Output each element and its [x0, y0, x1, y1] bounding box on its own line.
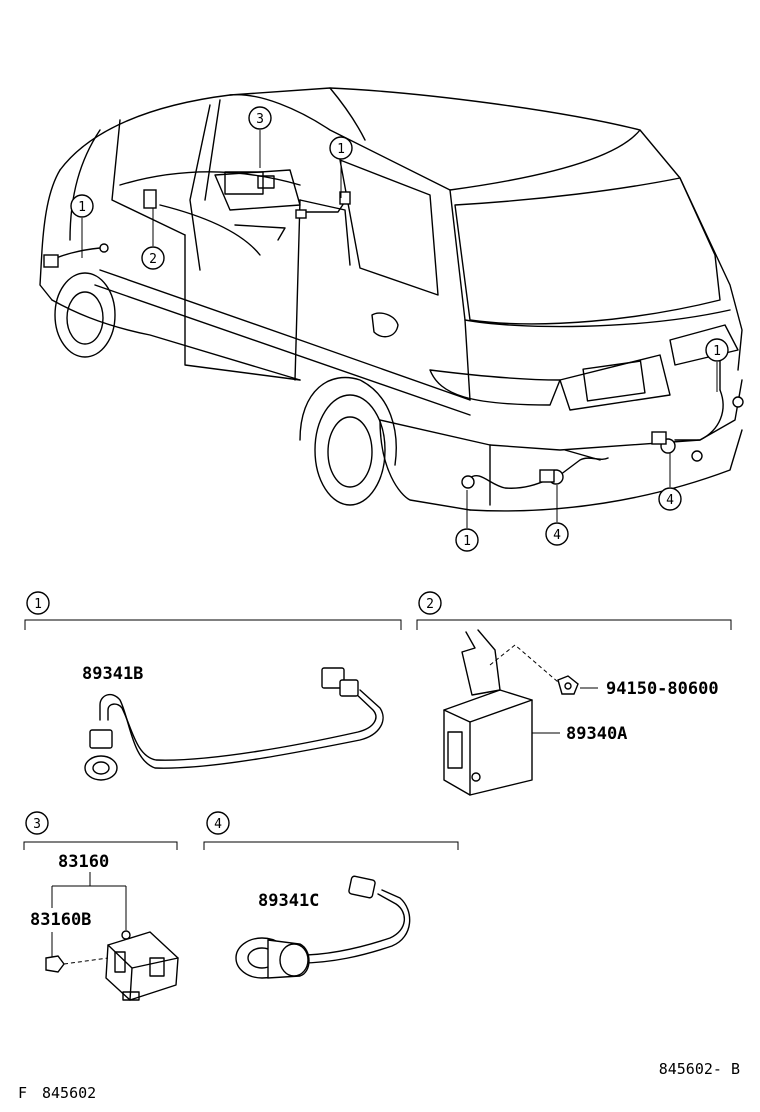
- callout-label: 1: [337, 142, 345, 157]
- callout-switch-3[interactable]: 3: [248, 106, 272, 130]
- nut-94150-80600[interactable]: [557, 675, 579, 695]
- callout-rear-left-1[interactable]: 1: [455, 528, 479, 552]
- section-2-marker: [418, 591, 442, 615]
- section-1-number: 1: [34, 597, 42, 612]
- section-3-number: 3: [33, 817, 41, 832]
- callout-label: 4: [666, 493, 674, 508]
- callout-rear-right-1[interactable]: 1: [705, 338, 729, 362]
- section-3-marker: [25, 811, 49, 835]
- section-4-number: 4: [214, 817, 222, 832]
- ultrasonic-sensor-89341B[interactable]: [84, 667, 384, 781]
- section-2: 2 94150-80600 89340A: [416, 591, 732, 796]
- callout-front-right-1[interactable]: 1: [329, 136, 353, 160]
- callout-ecu-2[interactable]: 2: [141, 246, 165, 270]
- callout-label: 2: [149, 252, 157, 267]
- section-1-marker: [26, 591, 50, 615]
- part-number-89341B[interactable]: 89341B: [82, 664, 143, 684]
- part-number-83160[interactable]: 83160: [58, 852, 109, 872]
- callout-label: 1: [463, 534, 471, 549]
- section-4-marker: [206, 811, 230, 835]
- callout-label: 3: [256, 112, 264, 127]
- screw-83160B[interactable]: [45, 955, 65, 973]
- footer-code-left: 845602: [42, 1084, 96, 1102]
- vehicle-illustration: [39, 87, 744, 528]
- section-3: 3 83160 83160B: [23, 811, 179, 1001]
- section-3-bracket: [23, 841, 178, 850]
- part-number-89340A[interactable]: 89340A: [566, 724, 627, 744]
- ultrasonic-sensor-89341C[interactable]: [235, 875, 411, 979]
- section-4-bracket: [203, 841, 459, 850]
- section-2-bracket: [416, 619, 732, 630]
- ecu-89340A[interactable]: [443, 629, 533, 796]
- part-number-94150-80600[interactable]: 94150-80600: [606, 679, 719, 699]
- section-1-bracket: [24, 619, 402, 630]
- callout-rear-right-4[interactable]: 4: [658, 487, 682, 511]
- part-number-89341C[interactable]: 89341C: [258, 891, 319, 911]
- callout-front-left-1[interactable]: 1: [70, 194, 94, 218]
- callout-label: 1: [78, 200, 86, 215]
- switch-83160[interactable]: [105, 930, 179, 1001]
- footer-code-right: 845602- B: [659, 1060, 740, 1078]
- section-4: 4 89341C: [203, 811, 459, 979]
- callout-rear-center-4[interactable]: 4: [545, 522, 569, 546]
- section-2-number: 2: [426, 597, 434, 612]
- callout-label: 1: [713, 344, 721, 359]
- section-1: 1 89341B: [24, 591, 402, 781]
- callout-label: 4: [553, 528, 561, 543]
- part-number-83160B[interactable]: 83160B: [30, 910, 91, 930]
- footer-mark: F: [18, 1084, 27, 1102]
